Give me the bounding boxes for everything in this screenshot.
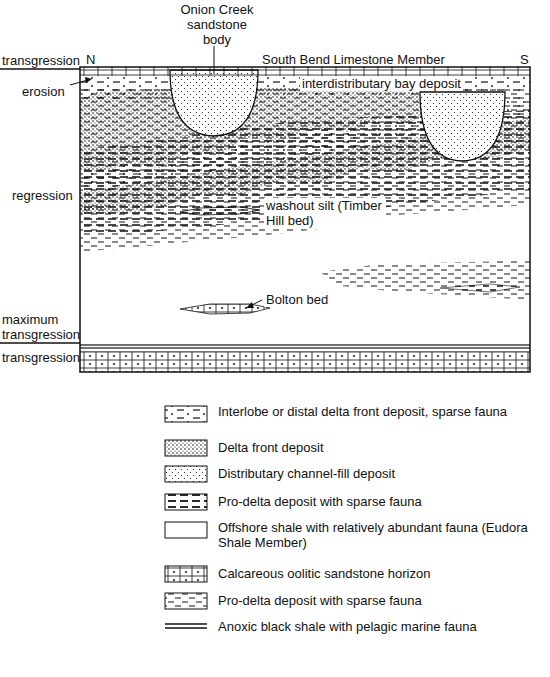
legend-text: Interlobe or distal delta front deposit,…	[218, 404, 533, 419]
compass-label: N	[86, 52, 95, 67]
compass-label: S	[520, 52, 529, 67]
legend-text: Offshore shale with relatively abundant …	[218, 520, 533, 550]
callout-label: Onion Creek sandstone body	[172, 2, 262, 47]
phase-label: transgression	[2, 53, 80, 68]
phase-label: maximum transgression	[2, 312, 82, 342]
bed-label: Bolton bed	[264, 292, 330, 307]
deposit-label: interdistributary bay deposit	[300, 76, 463, 91]
deposit-label: washout silt (Timber Hill bed)	[264, 198, 386, 228]
phase-label: erosion	[22, 84, 65, 99]
phase-label: transgression	[2, 350, 80, 365]
legend-text: Delta front deposit	[218, 440, 533, 455]
legend-text: Distributary channel-fill deposit	[218, 466, 533, 481]
phase-label: regression	[12, 188, 73, 203]
legend-text: Pro-delta deposit with sparse fauna	[218, 593, 533, 608]
legend-text: Anoxic black shale with pelagic marine f…	[218, 619, 533, 634]
legend-text: Calcareous oolitic sandstone horizon	[218, 566, 533, 581]
unit-label: South Bend Limestone Member	[262, 52, 445, 67]
legend-text: Pro-delta deposit with sparse fauna	[218, 494, 533, 509]
